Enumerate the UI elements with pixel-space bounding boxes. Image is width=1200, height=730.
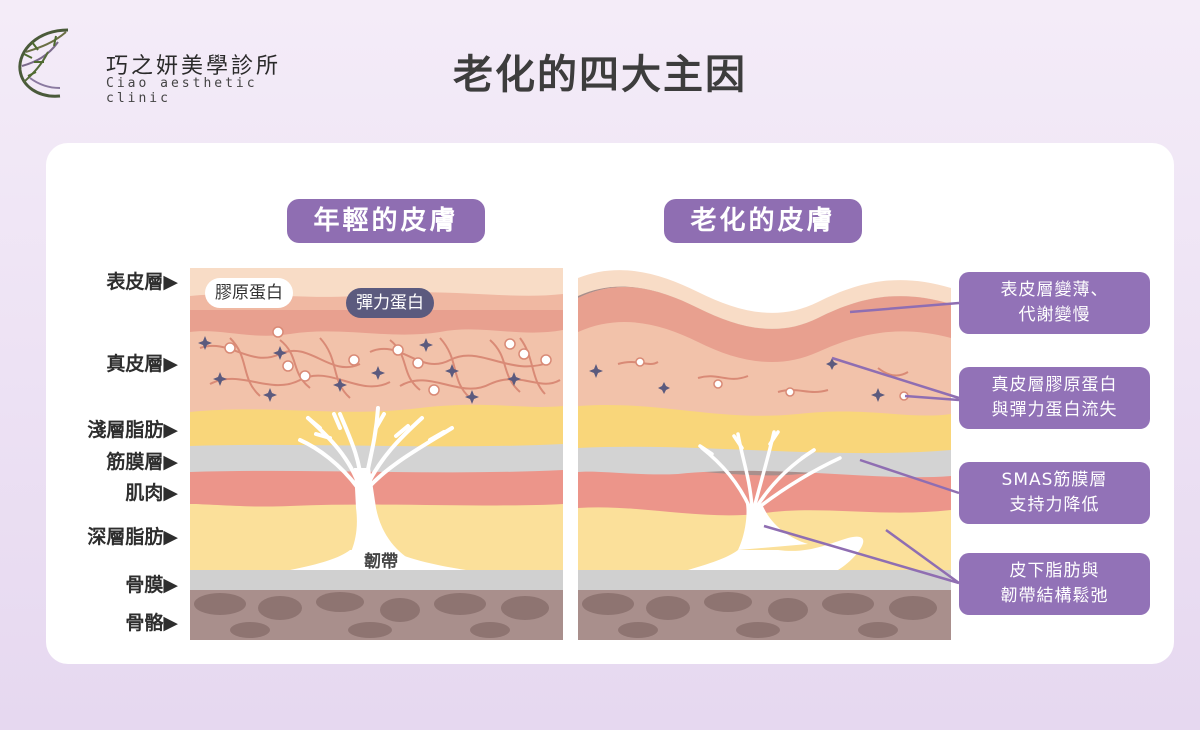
brand-name: 巧之妍美學診所 xyxy=(106,54,282,79)
note-line: 表皮層變薄、 xyxy=(1000,280,1109,300)
aged-skin-title: 老化的皮膚 xyxy=(664,199,862,243)
note-line: SMAS筋膜層 xyxy=(1001,470,1108,490)
note-fat-ligament-laxity: 皮下脂肪與 韌帶結構鬆弛 xyxy=(959,553,1150,615)
label-muscle: 肌肉▶ xyxy=(125,482,178,504)
label-bone: 骨骼▶ xyxy=(125,612,178,634)
page-title: 老化的四大主因 xyxy=(453,52,747,98)
aged-skin-diagram xyxy=(578,268,951,640)
branch-logo-icon xyxy=(18,28,69,98)
note-line: 與彈力蛋白流失 xyxy=(991,400,1118,420)
note-line: 支持力降低 xyxy=(1009,495,1100,515)
brand-name-en: Ciao aesthetic clinic xyxy=(106,76,258,106)
label-superficial-fat: 淺層脂肪▶ xyxy=(87,419,178,441)
ligament-tree-young xyxy=(290,406,466,570)
note-line: 韌帶結構鬆弛 xyxy=(1000,586,1109,606)
young-skin-title: 年輕的皮膚 xyxy=(287,199,485,243)
ligament-label: 韌帶 xyxy=(364,552,398,572)
elastin-tag: 彈力蛋白 xyxy=(346,288,434,318)
label-periosteum: 骨膜▶ xyxy=(125,574,178,596)
label-fascia: 筋膜層▶ xyxy=(106,451,178,473)
note-epidermis-thinning: 表皮層變薄、 代謝變慢 xyxy=(959,272,1150,334)
note-collagen-loss: 真皮層膠原蛋白 與彈力蛋白流失 xyxy=(959,367,1150,429)
collagen-tag: 膠原蛋白 xyxy=(205,278,293,308)
clinic-logo: 巧之妍美學診所 Ciao aesthetic clinic xyxy=(8,22,308,106)
note-line: 代謝變慢 xyxy=(1018,305,1091,325)
label-dermis: 真皮層▶ xyxy=(106,353,178,375)
note-line: 皮下脂肪與 xyxy=(1009,561,1100,581)
label-epidermis: 表皮層▶ xyxy=(106,271,178,293)
note-smas-weakening: SMAS筋膜層 支持力降低 xyxy=(959,462,1150,524)
label-deep-fat: 深層脂肪▶ xyxy=(87,526,178,548)
note-line: 真皮層膠原蛋白 xyxy=(991,375,1118,395)
